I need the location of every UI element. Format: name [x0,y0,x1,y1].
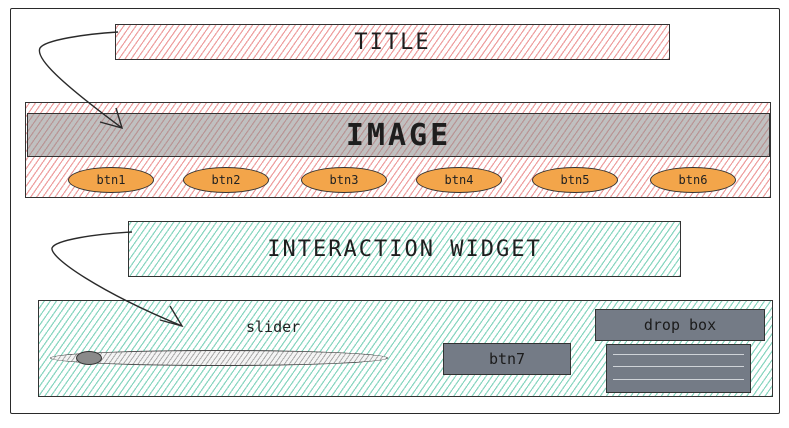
interaction-widget-label: INTERACTION WIDGET [267,236,542,262]
image-button-2[interactable]: btn2 [183,167,269,193]
image-placeholder: IMAGE [27,113,770,157]
slider-track[interactable] [50,350,388,366]
drop-box-option-line [613,379,744,380]
slider-handle[interactable] [76,351,103,365]
title-label: TITLE [354,29,431,55]
image-button-6[interactable]: btn6 [650,167,736,193]
drop-box-list[interactable] [606,344,751,393]
button-7[interactable]: btn7 [443,343,571,375]
slider-label: slider [246,318,301,336]
image-button-3[interactable]: btn3 [301,167,387,193]
interaction-widget-title: INTERACTION WIDGET [128,221,681,277]
page-frame [10,8,780,414]
image-button-4[interactable]: btn4 [416,167,502,193]
title-box: TITLE [115,24,670,60]
image-button-1[interactable]: btn1 [68,167,154,193]
drop-box-option-line [613,354,744,355]
image-button-5[interactable]: btn5 [532,167,618,193]
image-label: IMAGE [345,117,452,153]
drop-box-option-line [613,366,744,367]
drop-box-header[interactable]: drop box [595,309,765,341]
